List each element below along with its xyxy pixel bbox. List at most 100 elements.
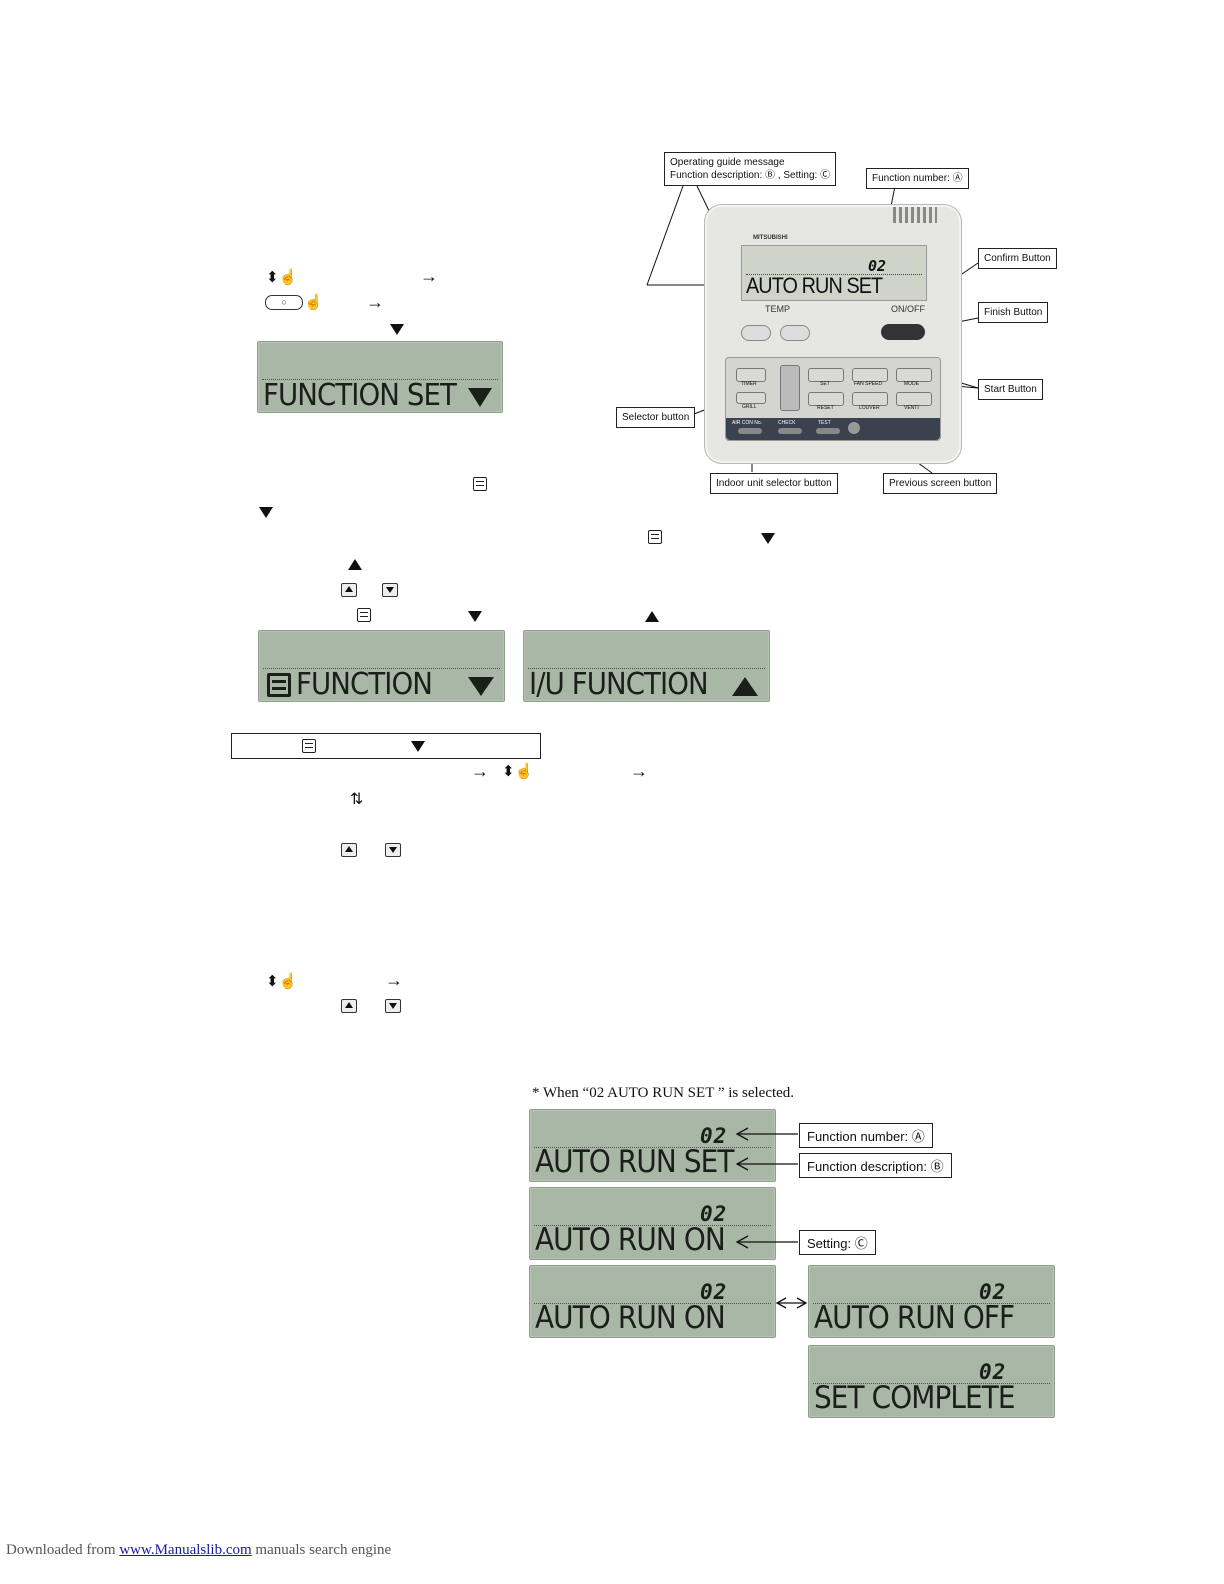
lcd-text: FUNCTION bbox=[296, 667, 433, 702]
brand-logo: MITSUBISHI bbox=[753, 235, 788, 241]
example-lcd-2: 02 AUTO RUN ON bbox=[529, 1187, 776, 1260]
triangle-down-icon bbox=[390, 324, 404, 335]
arrow-right-icon: → bbox=[630, 761, 648, 781]
temp-label: TEMP bbox=[765, 304, 791, 314]
arrow-right-icon: → bbox=[471, 761, 489, 781]
footer-suffix: manuals search engine bbox=[251, 1542, 392, 1558]
menu-icon bbox=[473, 477, 487, 491]
menu-icon bbox=[302, 739, 316, 753]
triangle-down-icon bbox=[468, 677, 494, 696]
grill-button[interactable] bbox=[736, 392, 766, 404]
selector-symbol: ⬍☝ bbox=[502, 763, 534, 780]
speaker-grille bbox=[893, 207, 937, 223]
triangle-down-icon bbox=[468, 388, 492, 407]
up-key-icon bbox=[341, 999, 357, 1013]
test-label: TEST bbox=[818, 420, 831, 426]
lcd-function-number: 02 bbox=[979, 1360, 1007, 1384]
down-key-icon bbox=[385, 843, 401, 857]
example-lcd-3: 02 AUTO RUN ON bbox=[529, 1265, 776, 1338]
triangle-down-icon bbox=[259, 507, 273, 518]
note-box bbox=[231, 733, 541, 759]
footer: Downloaded from www.Manualslib.com manua… bbox=[6, 1542, 391, 1559]
mode-button[interactable] bbox=[896, 368, 932, 382]
button-panel: TIMER GRILL SET FAN SPEED MODE RESET LOU… bbox=[725, 357, 941, 441]
lcd-function-set: FUNCTION SET bbox=[257, 341, 503, 413]
selector-symbol: ⬍☝ bbox=[266, 973, 298, 990]
set-label: SET bbox=[820, 381, 830, 387]
triangle-up-icon bbox=[348, 559, 362, 570]
hand-icon: ☝ bbox=[304, 294, 323, 311]
lcd-function-number: 02 bbox=[700, 1202, 728, 1226]
selector-button-callout: Selector button bbox=[616, 407, 696, 428]
lcd-dotted-line bbox=[746, 274, 922, 275]
set-button-symbol: ○ bbox=[265, 295, 303, 310]
set-button[interactable] bbox=[808, 368, 844, 382]
down-key-icon bbox=[385, 999, 401, 1013]
test-button[interactable] bbox=[816, 428, 840, 434]
screw-icon bbox=[848, 422, 860, 434]
lcd-iu-function: I/U FUNCTION bbox=[523, 630, 770, 702]
triangle-down-icon bbox=[468, 611, 482, 622]
fan-speed-button[interactable] bbox=[852, 368, 888, 382]
indoor-unit-selector-button[interactable] bbox=[738, 428, 762, 434]
example-caption: * When “02 AUTO RUN SET ” is selected. bbox=[532, 1085, 795, 1101]
temp-up-button[interactable] bbox=[780, 325, 810, 341]
venti-button[interactable] bbox=[896, 392, 932, 406]
lcd-text: AUTO RUN ON bbox=[535, 1300, 726, 1336]
lcd-function: FUNCTION bbox=[258, 630, 505, 702]
menu-icon bbox=[648, 530, 662, 544]
menu-icon bbox=[267, 673, 291, 697]
louver-button[interactable] bbox=[852, 392, 888, 406]
lcd-text: FUNCTION SET bbox=[263, 378, 457, 413]
triangle-down-icon bbox=[761, 533, 775, 544]
selector-button[interactable] bbox=[780, 365, 800, 411]
guide-message-callout: Operating guide message Function descrip… bbox=[664, 152, 837, 186]
reset-button[interactable] bbox=[808, 392, 844, 406]
lcd-text: AUTO RUN SET bbox=[535, 1144, 734, 1180]
lcd-function-number: 02 bbox=[868, 257, 887, 275]
manualslib-link[interactable]: www.Manualslib.com bbox=[119, 1542, 252, 1558]
footer-prefix: Downloaded from bbox=[6, 1542, 120, 1558]
selector-symbol: ⬍☝ bbox=[266, 269, 298, 286]
bottom-strip: AIR CON No. CHECK TEST bbox=[726, 418, 940, 440]
function-number-callout: Function number: Ⓐ bbox=[866, 168, 969, 189]
down-key-icon bbox=[382, 583, 398, 597]
onoff-label: ON/OFF bbox=[891, 304, 925, 314]
arrow-right-icon: → bbox=[385, 970, 403, 990]
indoor-unit-selector-callout: Indoor unit selector button bbox=[710, 473, 838, 494]
reset-label: RESET bbox=[817, 405, 834, 411]
up-key-icon bbox=[341, 583, 357, 597]
fan-speed-label: FAN SPEED bbox=[854, 381, 883, 387]
lcd-function-number: 02 bbox=[979, 1280, 1007, 1304]
lcd-function-text: AUTO RUN SET bbox=[746, 273, 883, 298]
lcd-text: AUTO RUN OFF bbox=[814, 1300, 1015, 1336]
function-description-label: Function description: Ⓑ bbox=[799, 1153, 952, 1178]
air-con-no-label: AIR CON No. bbox=[732, 420, 763, 426]
timer-label: TIMER bbox=[741, 381, 757, 387]
louver-label: LOUVER bbox=[859, 405, 880, 411]
temp-down-button[interactable] bbox=[741, 325, 771, 341]
menu-icon bbox=[357, 608, 371, 622]
finish-button-callout: Finish Button bbox=[978, 302, 1049, 323]
swap-arrows-icon: ⇅ bbox=[350, 791, 364, 808]
lcd-function-number: 02 bbox=[700, 1124, 728, 1148]
lcd-text: SET COMPLETE bbox=[814, 1380, 1016, 1416]
previous-screen-callout: Previous screen button bbox=[883, 473, 998, 494]
arrow-right-icon: → bbox=[420, 266, 438, 286]
timer-button[interactable] bbox=[736, 368, 766, 382]
remote-controller: MITSUBISHI 02 AUTO RUN SET TEMP ON/OFF T… bbox=[704, 204, 962, 464]
remote-lcd: 02 AUTO RUN SET bbox=[741, 245, 927, 301]
grill-label: GRILL bbox=[742, 404, 757, 410]
start-button-callout: Start Button bbox=[978, 379, 1043, 400]
mode-label: MODE bbox=[904, 381, 919, 387]
check-button[interactable] bbox=[778, 428, 802, 434]
setting-label: Setting: Ⓒ bbox=[799, 1230, 876, 1255]
triangle-up-icon bbox=[732, 677, 758, 696]
example-lcd-5: 02 SET COMPLETE bbox=[808, 1345, 1055, 1418]
triangle-up-icon bbox=[645, 611, 659, 622]
example-lcd-4: 02 AUTO RUN OFF bbox=[808, 1265, 1055, 1338]
on-off-button[interactable] bbox=[881, 324, 925, 340]
example-lcd-1: 02 AUTO RUN SET bbox=[529, 1109, 776, 1182]
lcd-text: I/U FUNCTION bbox=[529, 667, 709, 702]
